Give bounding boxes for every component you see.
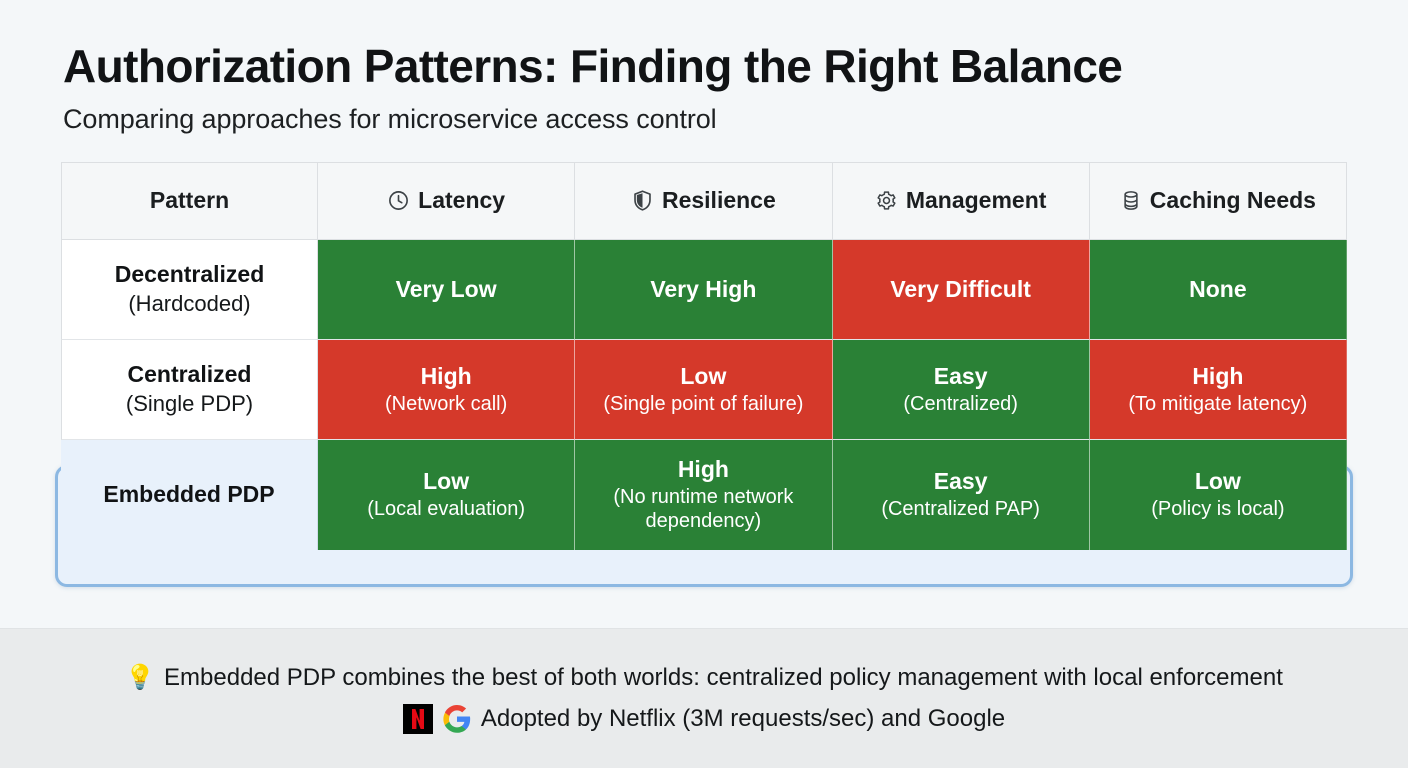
cell-management: Easy (Centralized) — [832, 339, 1090, 440]
pattern-detail: (Hardcoded) — [128, 290, 251, 316]
column-header-resilience: Resilience — [575, 161, 833, 240]
cell-latency: High (Network call) — [318, 339, 576, 440]
netflix-logo-icon — [402, 703, 433, 734]
cell-value: Very Low — [395, 275, 497, 302]
cell-value: Very Difficult — [890, 275, 1031, 302]
cell-detail: (Centralized PAP) — [881, 498, 1040, 521]
cell-detail: (Single point of failure) — [603, 392, 804, 415]
lightbulb-icon: 💡 — [125, 663, 156, 691]
page-subtitle: Comparing approaches for microservice ac… — [63, 103, 717, 134]
pattern-name: Decentralized — [114, 261, 265, 288]
cell-detail: (Local evaluation) — [367, 498, 526, 521]
cell-resilience: Low (Single point of failure) — [575, 339, 833, 440]
column-header-label: Resilience — [661, 187, 776, 214]
cell-value: Very High — [650, 275, 757, 302]
table-header-row: Pattern Latency — [61, 161, 1347, 240]
google-logo-icon — [442, 704, 472, 734]
page-title: Authorization Patterns: Finding the Righ… — [63, 40, 1123, 92]
cell-value: High — [420, 362, 472, 389]
table-header: Pattern Latency — [61, 161, 1347, 240]
cell-management: Very Difficult — [832, 239, 1090, 340]
column-header-management: Management — [832, 161, 1090, 240]
cell-value: Low — [680, 362, 727, 389]
pattern-cell: Centralized (Single PDP) — [61, 339, 318, 440]
column-header-label: Pattern — [149, 187, 230, 214]
comparison-table-wrapper: Pattern Latency — [55, 161, 1353, 587]
column-header-pattern: Pattern — [61, 161, 318, 240]
database-icon — [1120, 189, 1142, 212]
table-body: Decentralized (Hardcoded) Very Low Very … — [61, 239, 1347, 550]
cell-caching: High (To mitigate latency) — [1089, 339, 1347, 440]
shield-icon — [631, 189, 654, 212]
pattern-cell: Embedded PDP — [61, 439, 318, 550]
column-header-label: Management — [905, 187, 1047, 214]
cell-resilience: Very High — [575, 239, 833, 340]
column-header-label: Caching Needs — [1149, 187, 1316, 214]
column-header-latency: Latency — [318, 161, 576, 240]
cell-detail: (No runtime network dependency) — [613, 486, 794, 533]
cell-latency: Low (Local evaluation) — [318, 439, 576, 550]
gear-icon — [875, 189, 898, 212]
header: Authorization Patterns: Finding the Righ… — [0, 0, 1408, 135]
cell-resilience: High (No runtime network dependency) — [575, 439, 833, 550]
insight-line: 💡 Embedded PDP combines the best of both… — [125, 664, 1283, 692]
cell-value: None — [1189, 275, 1247, 302]
adoption-line: Adopted by Netflix (3M requests/sec) and… — [402, 703, 1006, 734]
table-row: Centralized (Single PDP) High (Network c… — [61, 339, 1347, 440]
cell-value: High — [677, 456, 729, 483]
cell-detail: (Centralized) — [903, 392, 1018, 415]
cell-value: Easy — [933, 362, 988, 389]
cell-caching: Low (Policy is local) — [1089, 439, 1347, 550]
adoption-text: Adopted by Netflix (3M requests/sec) and… — [480, 704, 1006, 732]
pattern-name: Embedded PDP — [103, 481, 275, 508]
clock-icon — [387, 189, 410, 212]
cell-management: Easy (Centralized PAP) — [832, 439, 1090, 550]
pattern-cell: Decentralized (Hardcoded) — [61, 239, 318, 340]
cell-value: Low — [1194, 468, 1241, 495]
cell-value: Easy — [933, 468, 988, 495]
column-header-caching-needs: Caching Needs — [1089, 161, 1347, 240]
cell-detail: (Network call) — [385, 392, 508, 415]
pattern-name: Centralized — [127, 361, 252, 388]
insight-text: Embedded PDP combines the best of both w… — [164, 663, 1283, 691]
footer: 💡 Embedded PDP combines the best of both… — [0, 628, 1408, 768]
cell-latency: Very Low — [318, 239, 576, 340]
column-header-label: Latency — [418, 187, 506, 214]
cell-detail: (Policy is local) — [1151, 498, 1285, 521]
cell-detail: (To mitigate latency) — [1128, 392, 1308, 415]
cell-value: High — [1192, 362, 1244, 389]
pattern-detail: (Single PDP) — [125, 390, 254, 416]
cell-value: Low — [423, 468, 470, 495]
comparison-table: Pattern Latency — [61, 161, 1347, 550]
table-row: Decentralized (Hardcoded) Very Low Very … — [61, 239, 1347, 340]
cell-caching: None — [1089, 239, 1347, 340]
table-row-highlighted: Embedded PDP Low (Local evaluation) High… — [61, 439, 1347, 550]
